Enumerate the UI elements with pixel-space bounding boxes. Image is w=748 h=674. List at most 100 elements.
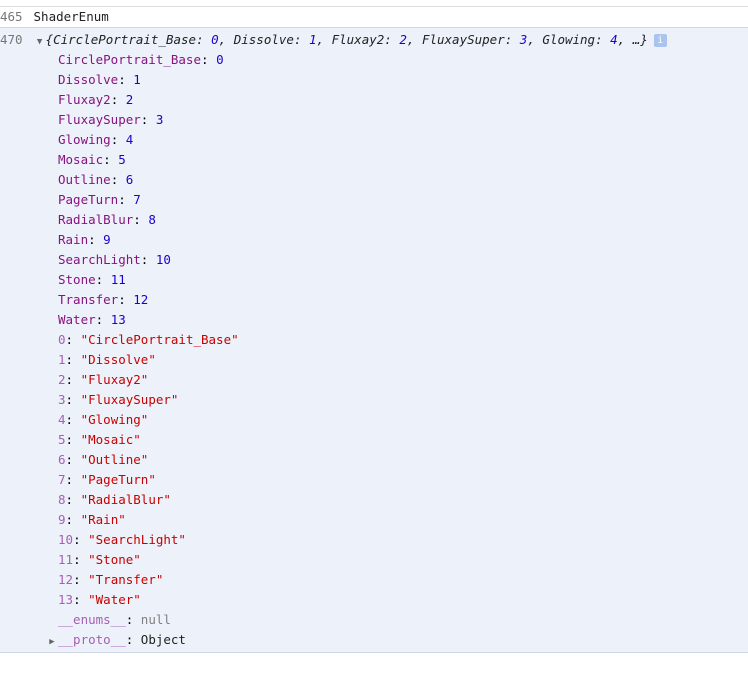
summary-key: FluxaySuper	[421, 32, 505, 47]
property-row: Glowing: 4	[58, 132, 134, 147]
property-row: 9: "Rain"	[58, 512, 126, 527]
property-value: null	[140, 612, 171, 627]
property-key: Stone	[58, 272, 96, 287]
property-proto[interactable]: ▶__proto__: Object	[0, 630, 748, 650]
property-value: 6	[125, 172, 134, 187]
property-value: 0	[216, 52, 224, 67]
property-row: Water: 13	[58, 312, 126, 327]
property-key: PageTurn	[58, 192, 119, 207]
property-value: 3	[155, 112, 164, 127]
info-icon[interactable]: i	[653, 34, 667, 47]
property-value: 7	[133, 192, 141, 207]
property-value: 2	[125, 92, 134, 107]
property-value: 13	[110, 312, 126, 327]
property-row: 5: "Mosaic"	[58, 432, 141, 447]
line-number: 465	[0, 9, 23, 24]
expand-triangle-down-icon[interactable]: ▼	[36, 37, 43, 47]
property-value: "FluxaySuper"	[80, 392, 179, 407]
property-row: SearchLight: 10	[58, 252, 171, 267]
summary-value: 0	[211, 32, 219, 47]
property-key: 11	[58, 552, 74, 567]
property-row: 12: "Transfer"	[58, 572, 164, 587]
summary-value: 3	[519, 32, 528, 47]
property-value: "Outline"	[80, 452, 149, 467]
summary-value: 2	[399, 32, 407, 47]
summary-key: Dissolve	[233, 32, 294, 47]
property-key: Mosaic	[58, 152, 104, 167]
property-row: 0: "CirclePortrait_Base"	[58, 332, 239, 347]
property-value: Object	[140, 632, 186, 647]
property-value: 8	[148, 212, 156, 227]
property-value: "Mosaic"	[80, 432, 141, 447]
line-number: 470	[0, 32, 23, 47]
property-value: "Dissolve"	[80, 352, 156, 367]
expand-triangle-right-icon[interactable]: ▶	[49, 637, 55, 647]
property-key: Outline	[58, 172, 111, 187]
object-summary[interactable]: 470 ▼{CirclePortrait_Base: 0, Dissolve: …	[0, 30, 748, 50]
property-key: 3	[58, 392, 66, 407]
property-value: "Glowing"	[80, 412, 149, 427]
brace-close: …}	[632, 32, 648, 47]
object-preview: {CirclePortrait_Base: 0, Dissolve: 1, Fl…	[45, 32, 648, 47]
property-value: 5	[118, 152, 126, 167]
property-value: "Rain"	[80, 512, 126, 527]
property-value: "Fluxay2"	[80, 372, 149, 387]
property-row: 6: "Outline"	[58, 452, 149, 467]
property-key: FluxaySuper	[58, 112, 141, 127]
property-key: Fluxay2	[58, 92, 111, 107]
property-value: "SearchLight"	[88, 532, 186, 547]
property-key: Water	[58, 312, 96, 327]
property-row: 4: "Glowing"	[58, 412, 149, 427]
property-row: 13: "Water"	[58, 592, 141, 607]
property-row: Transfer: 12	[58, 292, 149, 307]
property-row: FluxaySuper: 3	[58, 112, 164, 127]
property-row: RadialBlur: 8	[58, 212, 156, 227]
summary-key: Fluxay2	[331, 32, 385, 47]
summary-key: CirclePortrait_Base	[53, 32, 197, 47]
property-value: 1	[133, 72, 141, 87]
property-key: 1	[58, 352, 66, 367]
property-value: "Transfer"	[88, 572, 164, 587]
property-value: 4	[125, 132, 134, 147]
property-key: SearchLight	[58, 252, 141, 267]
property-key: 13	[58, 592, 74, 607]
summary-key: Glowing	[542, 32, 596, 47]
property-row: 11: "Stone"	[58, 552, 141, 567]
property-key: Rain	[58, 232, 89, 247]
property-key: CirclePortrait_Base	[58, 52, 201, 67]
log-text: ShaderEnum	[33, 9, 109, 24]
property-key: RadialBlur	[58, 212, 134, 227]
property-row: Rain: 9	[58, 232, 111, 247]
property-row: Mosaic: 5	[58, 152, 126, 167]
property-value: 10	[155, 252, 171, 267]
console-top-border	[0, 0, 748, 7]
property-key: 5	[58, 432, 66, 447]
summary-value: 4	[610, 32, 618, 47]
property-key: Dissolve	[58, 72, 119, 87]
property-key: 7	[58, 472, 66, 487]
property-key: Glowing	[58, 132, 111, 147]
property-key: 6	[58, 452, 66, 467]
property-key: 8	[58, 492, 66, 507]
property-row: Outline: 6	[58, 172, 134, 187]
property-key: 0	[58, 332, 66, 347]
property-row: 2: "Fluxay2"	[58, 372, 149, 387]
property-row: 10: "SearchLight"	[58, 532, 186, 547]
property-key: __enums__	[58, 612, 126, 627]
property-row: 1: "Dissolve"	[58, 352, 156, 367]
property-row: Stone: 11	[58, 272, 126, 287]
property-row: Fluxay2: 2	[58, 92, 134, 107]
property-row: Dissolve: 1	[58, 72, 141, 87]
console-message-prev: 465 ShaderEnum	[0, 7, 748, 28]
console-message-object: 470 ▼{CirclePortrait_Base: 0, Dissolve: …	[0, 28, 748, 653]
property-key: 10	[58, 532, 74, 547]
property-key: 9	[58, 512, 66, 527]
property-key: 12	[58, 572, 74, 587]
property-key: Transfer	[58, 292, 119, 307]
summary-value: 1	[309, 32, 317, 47]
property-key: 2	[58, 372, 66, 387]
property-row: 3: "FluxaySuper"	[58, 392, 179, 407]
property-key: __proto__	[58, 632, 126, 647]
property-value: "Water"	[88, 592, 141, 607]
brace-open: {	[45, 32, 54, 47]
